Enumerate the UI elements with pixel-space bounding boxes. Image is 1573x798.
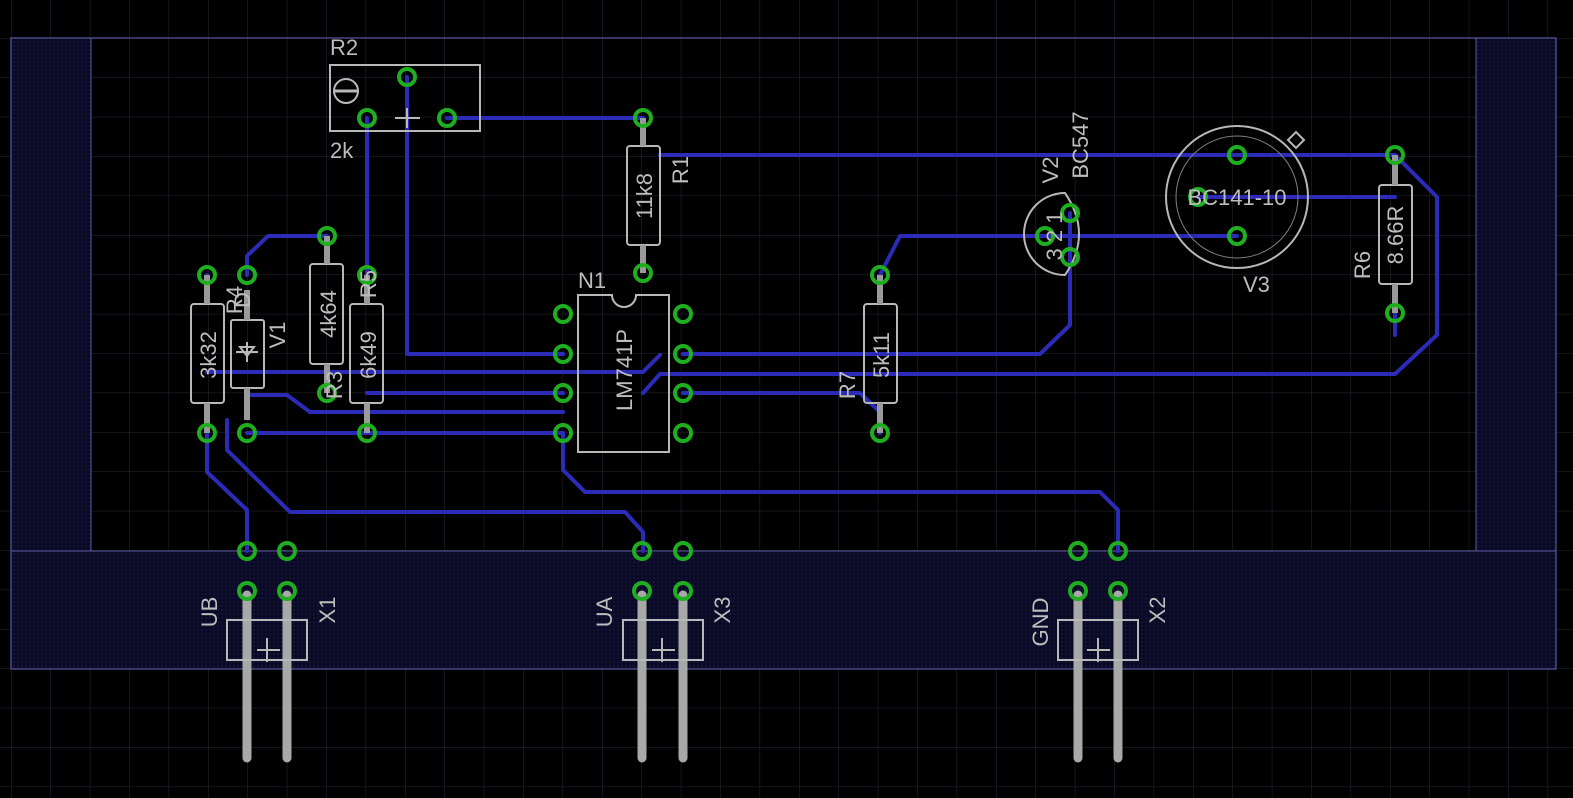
pad <box>1108 541 1128 561</box>
label-r5-value: 6k49 <box>356 331 381 379</box>
pad <box>1068 541 1088 561</box>
pad <box>357 108 377 128</box>
label-r3-name: R3 <box>322 371 347 399</box>
label-n1-name: N1 <box>578 268 606 293</box>
pad <box>633 263 653 283</box>
pad <box>1060 203 1080 223</box>
label-v2-pins: 3 2 1 <box>1042 212 1067 261</box>
pad <box>632 541 652 561</box>
label-n1-value: LM741P <box>612 329 637 411</box>
pad <box>870 423 890 443</box>
label-v3-value: BC141-10 <box>1187 185 1286 210</box>
label-r1-name: R1 <box>668 156 693 184</box>
pad <box>237 581 257 601</box>
label-r4-value: 3k32 <box>196 331 221 379</box>
pad <box>553 383 573 403</box>
pad <box>1227 226 1247 246</box>
label-r7-name: R7 <box>835 371 860 399</box>
silkscreen <box>190 64 1413 662</box>
pad <box>197 423 217 443</box>
label-r3-value: 4k64 <box>316 290 341 338</box>
pad <box>673 423 693 443</box>
pad <box>1385 303 1405 323</box>
label-r6-name: R6 <box>1350 251 1375 279</box>
pad <box>1068 581 1088 601</box>
pad <box>237 265 257 285</box>
pad <box>1385 145 1405 165</box>
label-x3-value: UA <box>592 596 617 627</box>
label-r1-value: 11k8 <box>632 173 657 219</box>
pad <box>553 304 573 324</box>
pad <box>237 541 257 561</box>
label-x1-name: X1 <box>315 597 340 624</box>
pad <box>553 423 573 443</box>
label-v2-value: BC547 <box>1068 111 1093 178</box>
pad <box>673 581 693 601</box>
board-outline <box>10 37 1557 670</box>
label-r5-name: R5 <box>356 270 381 298</box>
labels: R2 2k 11k8 R1 N1 LM741P V2 BC547 3 2 1 B… <box>196 35 1408 646</box>
label-r6-value: 8.66R <box>1383 206 1408 265</box>
label-r2-value: 2k <box>330 138 354 163</box>
pad <box>357 423 377 443</box>
label-v3-name: V3 <box>1243 272 1270 297</box>
pad <box>1188 187 1208 207</box>
label-x2-value: GND <box>1028 598 1053 647</box>
pad <box>277 581 297 601</box>
pad <box>632 581 652 601</box>
label-x1-value: UB <box>197 597 222 628</box>
pad <box>633 108 653 128</box>
pad <box>317 383 337 403</box>
label-r7-value: 5k11 <box>869 332 894 378</box>
pad <box>317 226 337 246</box>
pad <box>1227 145 1247 165</box>
pad <box>1108 581 1128 601</box>
connector-leads <box>242 590 1123 763</box>
pad <box>197 265 217 285</box>
pad <box>1035 226 1055 246</box>
pad <box>397 67 417 87</box>
pad <box>1060 247 1080 267</box>
pad <box>437 108 457 128</box>
label-x3-name: X3 <box>710 597 735 624</box>
pad <box>237 423 257 443</box>
pad <box>870 265 890 285</box>
pad <box>357 265 377 285</box>
pad <box>553 344 573 364</box>
label-v2-name: V2 <box>1038 157 1063 184</box>
pad <box>673 541 693 561</box>
pads <box>197 67 1405 601</box>
label-r2-name: R2 <box>330 35 358 60</box>
pad <box>673 304 693 324</box>
pad <box>673 344 693 364</box>
board-keepout-areas <box>11 38 1556 669</box>
label-v1-name: V1 <box>265 322 290 349</box>
label-r4-name: R4 <box>222 286 247 314</box>
traces <box>205 75 1439 553</box>
pad <box>673 383 693 403</box>
pad <box>277 541 297 561</box>
label-v1-value: D <box>230 292 255 308</box>
label-x2-name: X2 <box>1145 597 1170 624</box>
